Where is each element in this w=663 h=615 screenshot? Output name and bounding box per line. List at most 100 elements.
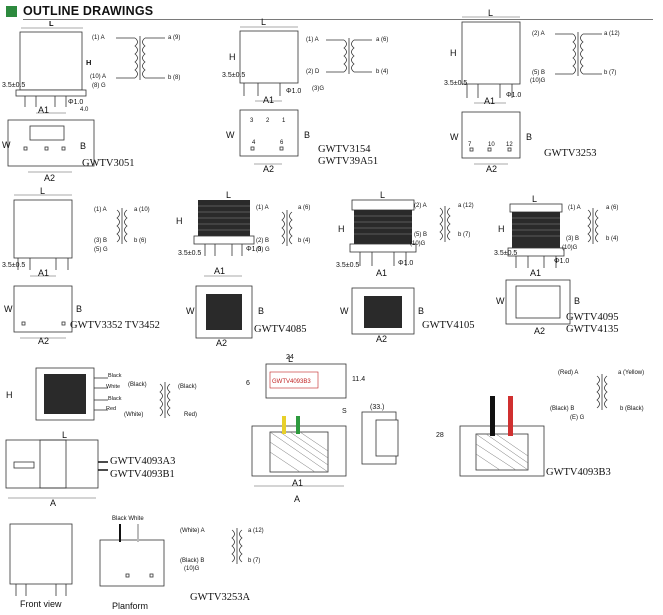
- pin-1a-4095: (1) A: [568, 205, 581, 211]
- dim-H-4105: H: [338, 224, 345, 234]
- dim-A1-4105: A1: [376, 268, 388, 278]
- bottom-pin-2-3154: 2: [266, 118, 270, 124]
- lead-blackp-4093a3: (Black): [128, 382, 147, 388]
- pin-10g-3253: (10)G: [530, 78, 546, 84]
- bottom-pin-3-3154: 3: [250, 118, 254, 124]
- pin-a10-3352: a (10): [134, 207, 150, 213]
- pin-10a-3051: (10) A: [90, 74, 107, 80]
- header-rule: [23, 19, 653, 20]
- dim-H-3154: H: [229, 52, 236, 62]
- dim-A-4093a3: A: [50, 498, 57, 508]
- dim-W-4085: W: [186, 306, 195, 316]
- dim-pin-dia-3051: Φ1.0: [68, 99, 84, 106]
- dim-B-4105: B: [418, 306, 425, 316]
- lead-whitep-4093a3: (White): [124, 412, 144, 418]
- pin-2d-3154: (2) D: [306, 69, 320, 75]
- lead-black-b2-4093b3: b (Black): [620, 406, 644, 412]
- pin-5b-4105: (5) B: [414, 232, 428, 238]
- drawing-gwtv4105: [349, 199, 451, 335]
- dim-W-3154: W: [226, 130, 235, 140]
- dim-H-4085: H: [176, 216, 183, 226]
- dim-6-chassis: 6: [246, 380, 250, 387]
- pin-10g-3253a: (10)G: [184, 566, 200, 572]
- lead-red-4093a3: Red: [106, 406, 117, 412]
- dim-A2-4095: A2: [534, 326, 546, 336]
- dim-A1-3352: A1: [38, 268, 50, 278]
- dim-height-pins-3051: 3.5±0.5: [2, 82, 26, 89]
- model-label-gwtv4093b3: GWTV4093B3: [546, 467, 611, 478]
- pin-b7-4105: b (7): [458, 232, 471, 238]
- dim-W-3253: W: [450, 132, 459, 142]
- dim-B-3253: B: [526, 132, 533, 142]
- dim-H-4095: H: [498, 224, 505, 234]
- dim-height-pins-3253: 3.5±0.5: [444, 80, 468, 87]
- dim-W-3051: W: [2, 140, 11, 150]
- dim-B-3154: B: [304, 130, 311, 140]
- drawing-gwtv3253a: [9, 523, 243, 596]
- pin-10g-4095: (10)G: [562, 245, 578, 251]
- dim-333-chassis: (33.): [370, 404, 385, 411]
- dim-S-chassis: S: [342, 408, 347, 415]
- dim-24-chassis: 24: [286, 354, 294, 361]
- lead-yellow-4093b3: a (Yellow): [618, 370, 645, 376]
- dim-height-pins-3154: 3.5±0.5: [222, 72, 246, 79]
- bottom-pin-10-3253: 10: [488, 142, 495, 148]
- pin-b7-3253a: b (7): [248, 558, 261, 564]
- model-label-gwtv4095: GWTV4095: [566, 312, 619, 323]
- drawing-gwtv4093b3: GWTV4093B3: [251, 363, 608, 487]
- pin-5g-3352: (5) G: [94, 247, 108, 253]
- pin-a12-3253: a (12): [604, 31, 620, 37]
- pin-b8-3051: b (8): [168, 75, 181, 81]
- model-label-gwtv3253a: GWTV3253A: [190, 592, 251, 603]
- dim-pin-dia-3253: Φ1.0: [506, 92, 522, 99]
- dim-A-chassis: A: [294, 494, 301, 504]
- dim-L-3352: L: [40, 186, 46, 196]
- dim-L-4095: L: [532, 194, 538, 204]
- section-header: OUTLINE DRAWINGS: [6, 4, 656, 20]
- dim-pin-dia-4095: Φ1.0: [554, 258, 570, 265]
- model-label-gwtv4085: GWTV4085: [254, 324, 307, 335]
- pin-b6-3352: b (6): [134, 238, 147, 244]
- pin-a9-3051: a (9): [168, 35, 181, 41]
- dim-A2-4105: A2: [376, 334, 388, 344]
- pin-3g-4085: (3) G: [256, 247, 270, 253]
- model-label-gwtv3154: GWTV3154: [318, 144, 371, 155]
- pin-1a-3352: (1) A: [94, 207, 107, 213]
- pin-b4-3154: b (4): [376, 69, 389, 75]
- page-title: OUTLINE DRAWINGS: [23, 4, 154, 18]
- dim-H-3253: H: [450, 48, 457, 58]
- pin-1a-3051: (1) A: [92, 35, 105, 41]
- drawing-gwtv4095: [505, 203, 599, 325]
- bottom-pin-1-3154: 1: [282, 118, 286, 124]
- dim-height-pins-4085: 3.5±0.5: [178, 250, 202, 257]
- dim-pin-dia-4105: Φ1.0: [398, 260, 414, 267]
- dim-A2-3154: A2: [263, 164, 275, 174]
- bottom-pin-12-3253: 12: [506, 142, 513, 148]
- pin-a6-3154: a (6): [376, 37, 389, 43]
- model-label-gwtv3253: GWTV3253: [544, 148, 597, 159]
- lead-black-4093a3: Black: [108, 373, 122, 379]
- model-label-gwtv4135: GWTV4135: [566, 324, 619, 335]
- dim-A1-chassis: A1: [292, 478, 304, 488]
- lead-blackp2-4093a3: (Black): [178, 384, 197, 390]
- lead-redp-4093a3: Red): [184, 412, 198, 418]
- dim-A2-3051: A2: [44, 173, 56, 183]
- dim-A2-4085: A2: [216, 338, 228, 348]
- dim-B-4095: B: [574, 296, 581, 306]
- core-laminations: [354, 210, 412, 244]
- drawing-gwtv4093a3: [5, 367, 171, 499]
- pin-a6-4095: a (6): [606, 205, 619, 211]
- planform-caption: Planform: [112, 601, 149, 611]
- dim-L-3154: L: [261, 17, 267, 27]
- pin-1a-4085: (1) A: [256, 205, 269, 211]
- pin-3g-3154: (3)G: [312, 86, 324, 92]
- dim-H: H: [86, 58, 91, 67]
- dim-height-pins-4105: 3.5±0.5: [336, 262, 360, 269]
- pin-a6-4085: a (6): [298, 205, 311, 211]
- drawing-gwtv4085: [193, 200, 293, 339]
- lead-white-a-3253a: (White) A: [180, 528, 205, 534]
- lead-red-a-4093b3: (Red) A: [558, 370, 579, 376]
- dim-L-3253: L: [488, 8, 494, 18]
- dim-L-4105: L: [380, 190, 386, 200]
- model-label-gwtv3352: GWTV3352 TV3452: [70, 320, 160, 331]
